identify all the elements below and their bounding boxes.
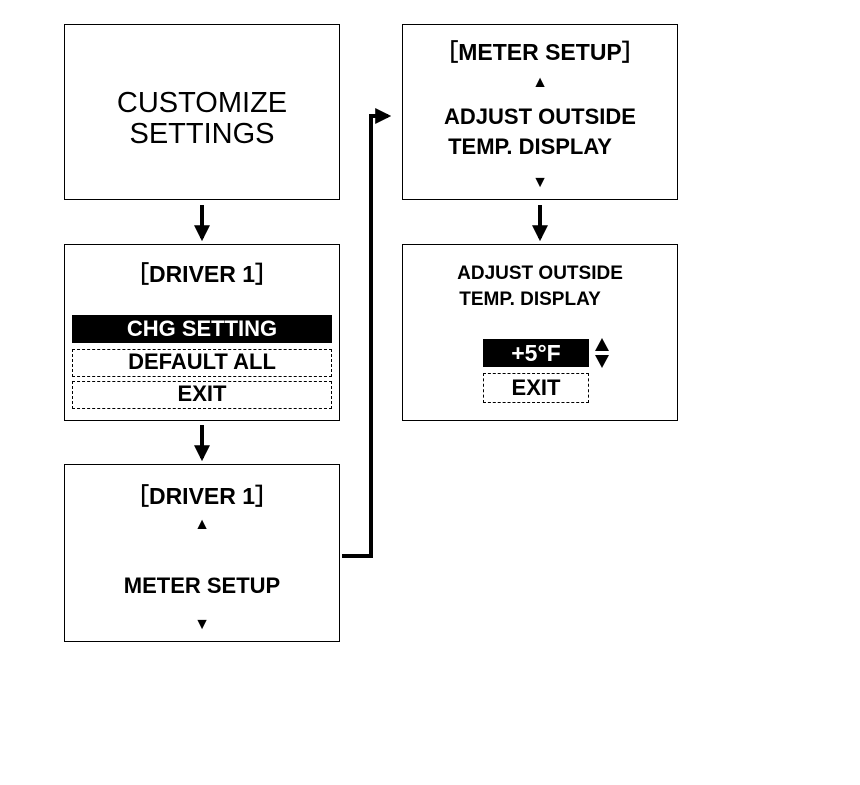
meter-setup-screen: ［METER SETUP］ ▲ ADJUST OUTSIDE TEMP. DIS…: [402, 24, 678, 200]
customize-title-line1: CUSTOMIZE: [116, 87, 288, 119]
default-all-option[interactable]: DEFAULT ALL: [72, 349, 332, 377]
driver-menu-header: ［DRIVER 1］: [125, 261, 279, 287]
driver-list-header: ［DRIVER 1］: [125, 483, 279, 509]
adjust-temp-screen: ADJUST OUTSIDE TEMP. DISPLAY +5°F EXIT: [402, 244, 678, 421]
scroll-up-arrow-icon: ▲: [194, 516, 210, 533]
adjust-outside-item-line2[interactable]: TEMP. DISPLAY: [448, 134, 612, 159]
customize-settings-screen: CUSTOMIZE SETTINGS: [64, 24, 340, 200]
temp-offset-value[interactable]: +5°F: [483, 339, 589, 367]
customize-title-line2: SETTINGS: [129, 118, 275, 150]
chg-setting-option[interactable]: CHG SETTING: [72, 315, 332, 343]
driver-menu-screen: ［DRIVER 1］ CHG SETTING DEFAULT ALL EXIT: [64, 244, 340, 421]
scroll-down-arrow-icon: ▼: [194, 616, 210, 633]
meter-setup-item[interactable]: METER SETUP: [123, 573, 281, 598]
driver-list-screen: ［DRIVER 1］ ▲ METER SETUP ▼: [64, 464, 340, 642]
customize-settings-title: CUSTOMIZE SETTINGS: [65, 88, 339, 150]
adjust-temp-title-line2: TEMP. DISPLAY: [459, 289, 601, 310]
meter-setup-header: ［METER SETUP］: [435, 39, 645, 65]
arrow-driver-list-to-meter-setup: [342, 108, 392, 558]
scroll-up-arrow-icon: ▲: [532, 74, 548, 91]
adjust-outside-item-line1[interactable]: ADJUST OUTSIDE: [444, 104, 636, 129]
exit-option[interactable]: EXIT: [72, 381, 332, 409]
exit-button[interactable]: EXIT: [483, 373, 589, 403]
scroll-down-arrow-icon: ▼: [532, 174, 548, 191]
up-down-adjust-icon[interactable]: [593, 337, 611, 369]
adjust-temp-title-line1: ADJUST OUTSIDE: [457, 263, 623, 284]
